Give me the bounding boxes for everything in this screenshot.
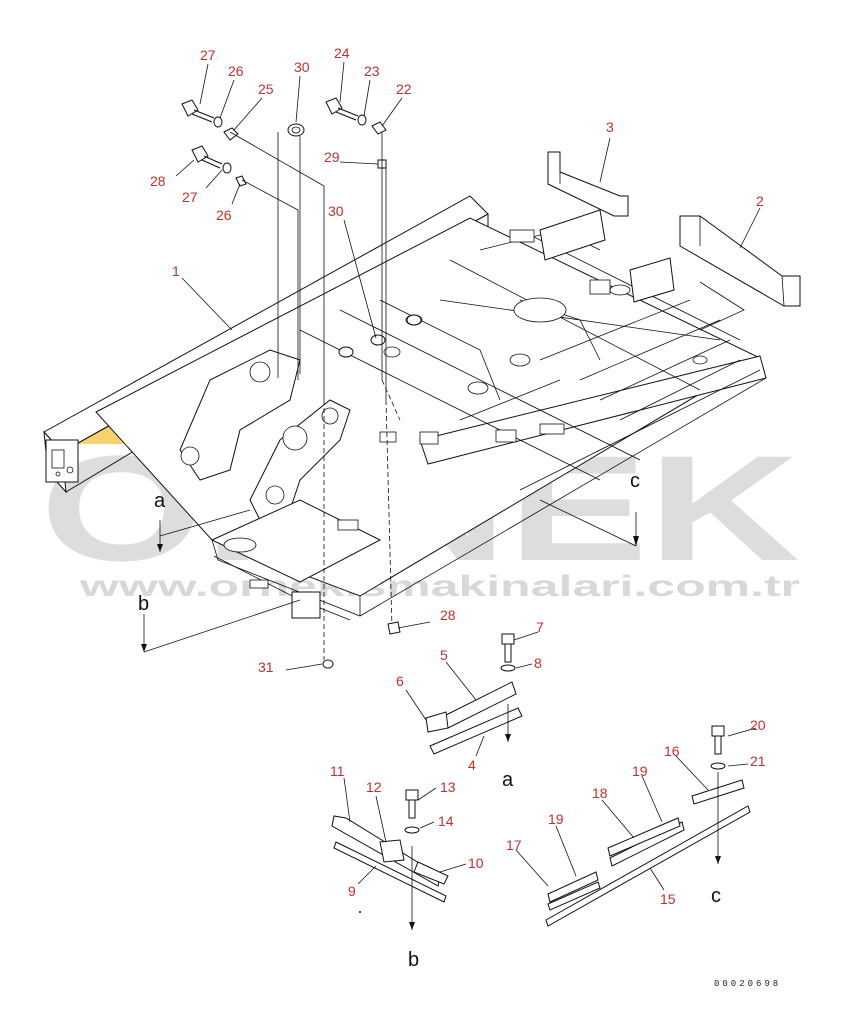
view-marker-a-main: a xyxy=(154,490,166,512)
rear-pad-right xyxy=(629,257,675,303)
callout-20: 20 xyxy=(750,717,766,733)
front-block xyxy=(291,591,321,619)
washer-26-upper xyxy=(213,116,223,128)
reference-dot xyxy=(359,911,361,913)
bolt-27-upper xyxy=(181,99,215,123)
bolt-13 xyxy=(405,789,419,819)
rear-pad-left xyxy=(539,209,606,261)
callout-30-top: 30 xyxy=(294,59,310,75)
drawing-code: 00020698 xyxy=(714,979,781,989)
main-frame-assembly xyxy=(43,195,767,621)
block-12 xyxy=(379,839,405,863)
callout-11: 11 xyxy=(330,763,345,779)
part-28 xyxy=(387,621,401,635)
callout-16: 16 xyxy=(664,743,680,759)
callout-31: 31 xyxy=(258,659,274,675)
callout-23: 23 xyxy=(364,63,380,79)
strip-19-upper xyxy=(607,817,681,857)
detail-c: c xyxy=(545,725,751,927)
grommet-30-left xyxy=(338,346,354,358)
callout-14: 14 xyxy=(438,813,454,829)
bracket-pin-hole xyxy=(249,361,271,383)
callout-26-upper: 26 xyxy=(228,63,244,79)
callout-6: 6 xyxy=(396,673,404,689)
view-marker-b-main: b xyxy=(138,593,149,615)
callout-27-upper: 27 xyxy=(200,47,216,63)
bolt-24 xyxy=(325,97,359,121)
callout-24: 24 xyxy=(334,45,350,61)
view-marker-c-detail: c xyxy=(711,885,721,907)
bolt-20 xyxy=(711,725,725,755)
view-marker-a-detail: a xyxy=(502,769,514,791)
leader-lines xyxy=(175,61,761,891)
watermark-url: www.ornekismakinalari.com.tr xyxy=(78,570,800,603)
bolt-27-lower xyxy=(191,145,223,169)
callout-28: 28 xyxy=(440,607,456,623)
plate-9 xyxy=(333,841,447,903)
callout-29: 29 xyxy=(324,149,340,165)
bolt-7 xyxy=(501,633,515,663)
plate-4 xyxy=(429,707,523,755)
callout-4: 4 xyxy=(468,757,476,773)
detail-b: b xyxy=(331,789,449,971)
callout-13: 13 xyxy=(440,779,456,795)
strip-10 xyxy=(413,861,449,885)
clip-25-lower xyxy=(235,175,247,187)
callout-26-lower: 27 xyxy=(182,189,198,205)
callout-8: 8 xyxy=(534,655,542,671)
washer-23 xyxy=(357,114,367,126)
view-marker-b-detail: b xyxy=(408,949,419,971)
callout-19-upper: 19 xyxy=(632,763,648,779)
part-2-bracket xyxy=(679,215,801,307)
callout-3: 3 xyxy=(606,119,614,135)
callout-2: 2 xyxy=(756,193,764,209)
plate-17 xyxy=(547,881,601,911)
washer-21 xyxy=(710,762,726,770)
washer-14 xyxy=(404,826,420,834)
callout-17: 17 xyxy=(506,837,522,853)
view-arrows-main: a b c xyxy=(138,470,640,653)
boom-brackets xyxy=(179,349,351,521)
washer-8 xyxy=(500,664,516,672)
strip-19-lower xyxy=(547,871,599,903)
part-3-bracket xyxy=(547,151,629,217)
washer-26-lower xyxy=(222,162,232,174)
part-31 xyxy=(322,659,334,669)
callout-labels: 27 26 25 30 24 23 22 29 28 27 26 30 3 2 … xyxy=(150,45,766,907)
callout-5: 5 xyxy=(440,647,448,663)
clip-25-upper xyxy=(223,127,239,141)
fastener-group xyxy=(181,97,422,660)
deck-details xyxy=(223,229,708,589)
view-marker-c-main: c xyxy=(630,470,640,492)
callout-1: 1 xyxy=(172,263,180,279)
callout-21: 21 xyxy=(750,753,766,769)
clip-22 xyxy=(371,121,387,135)
plate-15 xyxy=(545,805,751,927)
callout-30-mid: 30 xyxy=(328,203,344,219)
callout-19-lower: 19 xyxy=(548,811,564,827)
grommet-30-mid xyxy=(370,334,386,346)
callout-15: 15 xyxy=(660,891,676,907)
detail-a: a xyxy=(425,633,523,791)
callout-22: 22 xyxy=(396,81,412,97)
callout-9: 9 xyxy=(348,883,356,899)
callout-27-lower: 28 xyxy=(150,173,166,189)
callout-18: 18 xyxy=(592,785,608,801)
rail-end-slot xyxy=(51,449,65,469)
callout-25-upper: 25 xyxy=(258,81,274,97)
callout-12: 12 xyxy=(366,779,382,795)
grommet-30-right xyxy=(406,314,422,326)
callout-10: 10 xyxy=(468,855,484,871)
strip-6 xyxy=(425,711,449,733)
callout-7: 7 xyxy=(536,619,544,635)
callout-25-lower: 26 xyxy=(216,207,232,223)
